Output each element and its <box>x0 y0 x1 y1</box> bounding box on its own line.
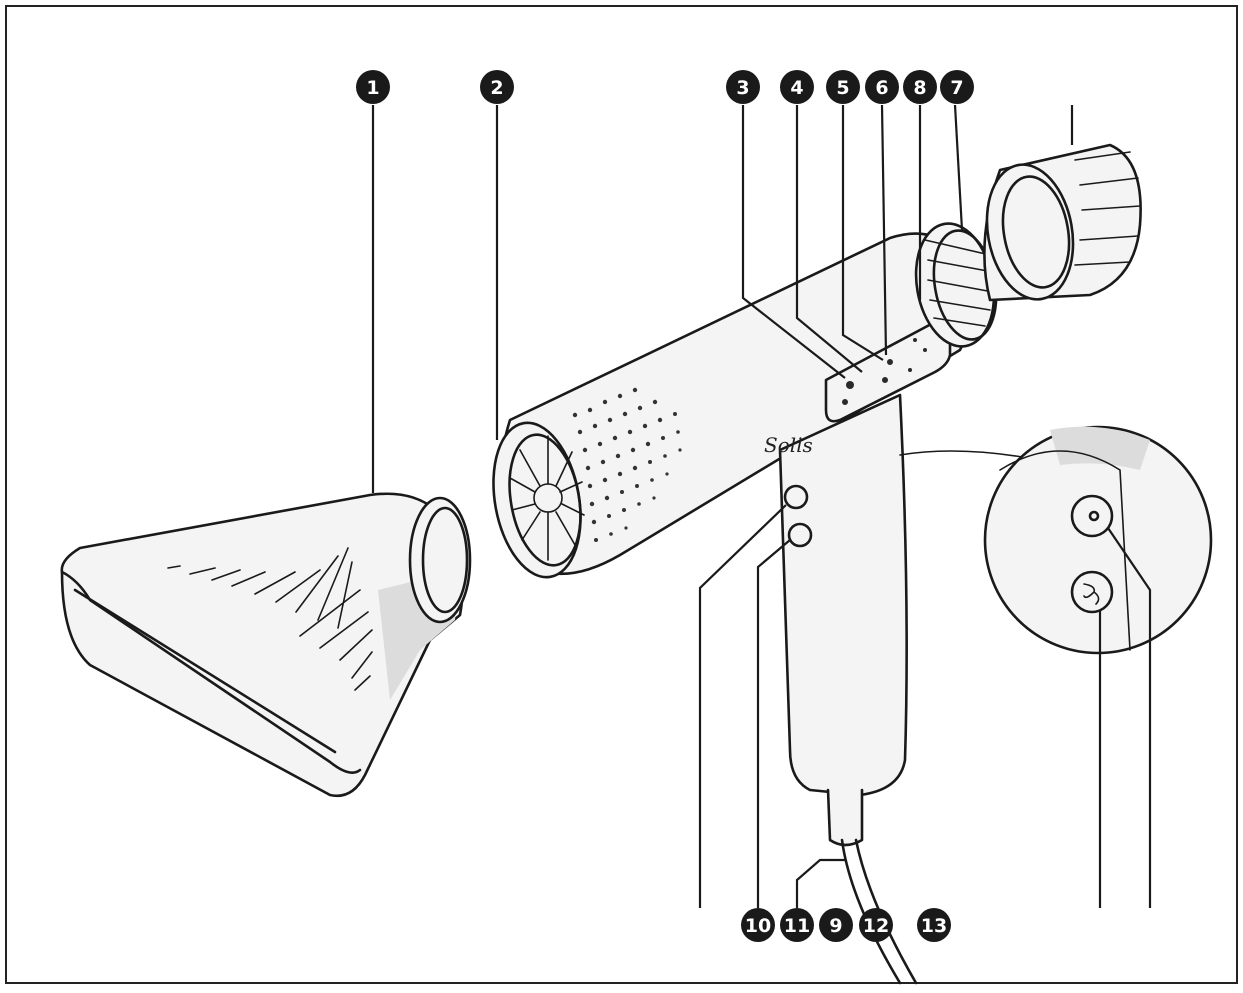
callout-label: 9 <box>829 915 842 937</box>
callout-10: 10 <box>741 908 775 942</box>
brand-logo: Solis <box>764 433 813 457</box>
dryer-handle: Solis <box>764 395 916 983</box>
callout-7: 7 <box>940 70 974 104</box>
callout-1: 1 <box>356 70 390 104</box>
callout-4: 4 <box>780 70 814 104</box>
callout-label: 6 <box>875 77 888 99</box>
callout-label: 13 <box>921 915 947 937</box>
callout-label: 10 <box>745 915 771 937</box>
callout-label: 4 <box>790 77 803 99</box>
callout-label: 2 <box>490 77 503 99</box>
detached-filter-cap <box>977 145 1141 306</box>
callout-label: 12 <box>863 915 889 937</box>
heat-button <box>785 486 807 508</box>
power-button <box>789 524 811 546</box>
callout-11: 11 <box>780 908 814 942</box>
callout-12: 12 <box>859 908 893 942</box>
callout-6: 6 <box>865 70 899 104</box>
callout-label: 5 <box>836 77 849 99</box>
callout-3: 3 <box>726 70 760 104</box>
inset-heat-button <box>1072 496 1112 536</box>
inset-fan-button <box>1072 572 1112 612</box>
magnified-button-inset <box>900 427 1211 653</box>
callout-2: 2 <box>480 70 514 104</box>
callout-label: 1 <box>366 77 379 99</box>
callout-8: 8 <box>903 70 937 104</box>
concentrator-nozzle <box>62 494 470 796</box>
callout-9: 9 <box>819 908 853 942</box>
callout-5: 5 <box>826 70 860 104</box>
callout-label: 8 <box>913 77 926 99</box>
callout-label: 7 <box>950 77 963 99</box>
callout-label: 11 <box>784 915 810 937</box>
callout-label: 3 <box>736 77 749 99</box>
callout-13: 13 <box>917 908 951 942</box>
